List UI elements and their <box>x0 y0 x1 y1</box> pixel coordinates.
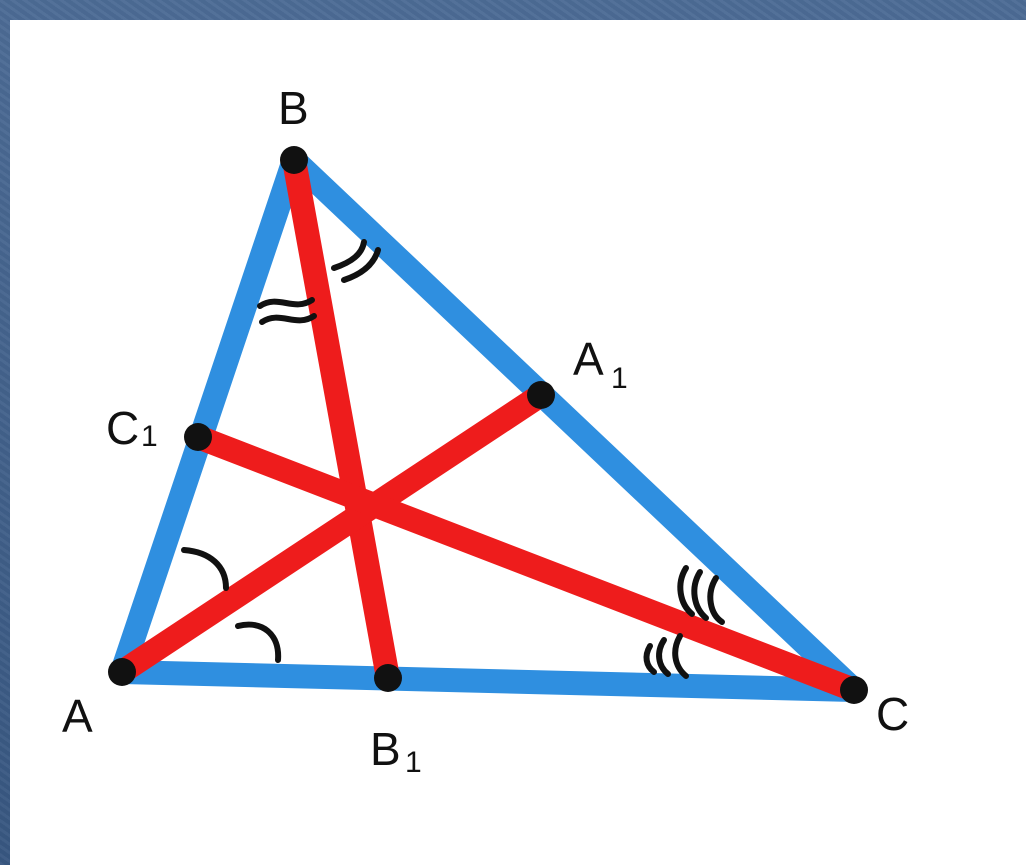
label-a: A <box>62 690 93 742</box>
angle-mark-a-lower <box>235 621 282 663</box>
figure-canvas <box>10 20 1026 865</box>
bisectors <box>110 148 866 702</box>
point-a <box>108 658 136 686</box>
label-a1: A <box>573 333 604 385</box>
point-a1 <box>527 381 555 409</box>
angle-mark-b-right-2 <box>341 247 381 283</box>
angle-mark-c-upper-3 <box>707 575 725 625</box>
angle-mark-c-upper-1 <box>677 565 695 617</box>
point-c <box>840 676 868 704</box>
label-b: B <box>278 82 309 134</box>
label-c: C <box>876 688 909 740</box>
angle-mark-b-left-2 <box>259 313 317 325</box>
label-c1-subscript: 1 <box>141 420 158 453</box>
label-c1: C <box>106 402 139 454</box>
angle-marks <box>181 239 725 679</box>
side-ac <box>110 660 866 702</box>
angle-mark-c-lower-2 <box>656 637 671 677</box>
bisector-bb1 <box>282 148 400 690</box>
angle-mark-b-right-1 <box>331 239 367 271</box>
side-ab <box>110 148 306 684</box>
point-b <box>280 146 308 174</box>
label-b1-subscript: 1 <box>405 746 422 779</box>
label-a1-subscript: 1 <box>611 362 628 395</box>
label-b1: B <box>370 723 401 775</box>
angle-mark-c-lower-1 <box>643 643 657 675</box>
points <box>108 146 868 704</box>
point-c1 <box>184 423 212 451</box>
angle-mark-b-left-1 <box>257 297 315 309</box>
angle-mark-c-lower-3 <box>672 633 689 679</box>
labels: B A C A 1 B 1 C 1 <box>62 82 909 779</box>
side-bc <box>282 148 866 702</box>
triangle <box>110 148 866 702</box>
angle-mark-c-upper-2 <box>691 569 709 621</box>
bisector-aa1 <box>110 383 553 684</box>
bisector-cc1 <box>186 425 866 702</box>
point-b1 <box>374 664 402 692</box>
angle-mark-a-upper <box>181 547 229 591</box>
